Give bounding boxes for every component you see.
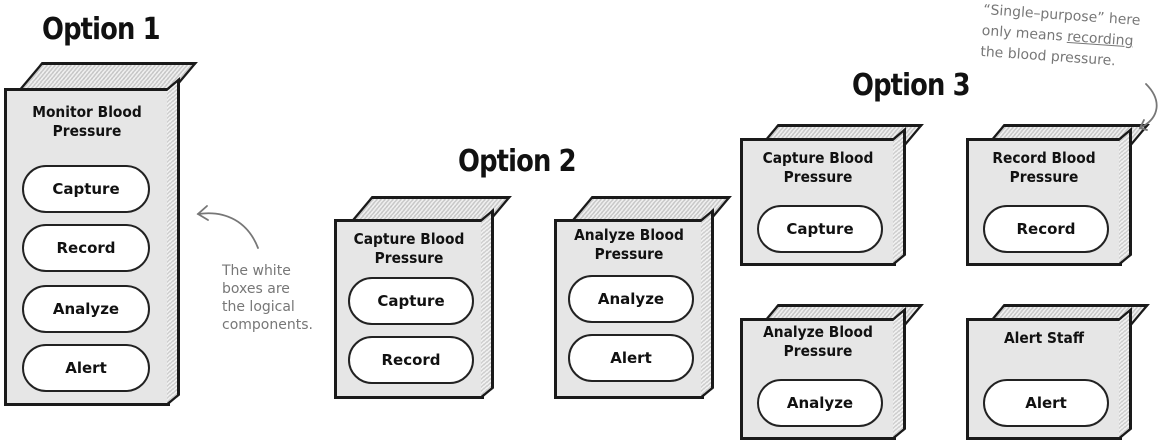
record-component: Record bbox=[983, 205, 1109, 253]
arrow-to-record-box bbox=[1138, 83, 1158, 131]
box-label: Analyze Blood Pressure bbox=[763, 323, 873, 360]
capture-component: Capture bbox=[22, 165, 150, 213]
arrow-to-option-1 bbox=[196, 205, 259, 249]
box-label: Monitor Blood Pressure bbox=[32, 103, 142, 140]
alert-component: Alert bbox=[983, 379, 1109, 427]
analyze-component: Analyze bbox=[757, 379, 883, 427]
analyze-blood-pressure-box: Analyze Blood Pressure Analyze Alert bbox=[554, 219, 704, 399]
note-line: boxes are bbox=[222, 281, 290, 297]
box-label: Alert Staff bbox=[1003, 329, 1085, 347]
capture-component: Capture bbox=[348, 277, 474, 325]
record-component: Record bbox=[348, 336, 474, 384]
capture-component: Capture bbox=[757, 205, 883, 253]
capture-blood-pressure-box: Capture Blood Pressure Capture Record bbox=[334, 219, 484, 399]
white-boxes-note: The white boxes are the logical componen… bbox=[222, 262, 313, 334]
box-label: Record Blood Pressure bbox=[992, 149, 1096, 186]
box-label: Analyze Blood Pressure bbox=[574, 226, 684, 263]
alert-component: Alert bbox=[568, 334, 694, 382]
analyze-component: Analyze bbox=[22, 285, 150, 333]
option-1-title: Option 1 bbox=[42, 12, 161, 47]
alert-component: Alert bbox=[22, 344, 150, 392]
option-3-title: Option 3 bbox=[852, 68, 971, 103]
analyze-component: Analyze bbox=[568, 275, 694, 323]
record-component: Record bbox=[22, 224, 150, 272]
option-2-title: Option 2 bbox=[458, 144, 577, 179]
analyze-blood-pressure-box: Analyze Blood Pressure Analyze bbox=[740, 318, 896, 440]
box-label: Capture Blood Pressure bbox=[762, 149, 874, 186]
record-blood-pressure-box: Record Blood Pressure Record bbox=[966, 138, 1122, 266]
box-label: Capture Blood Pressure bbox=[353, 230, 465, 267]
alert-staff-box: Alert Staff Alert bbox=[966, 318, 1122, 440]
note-line: components. bbox=[222, 317, 313, 333]
note-line: The white bbox=[222, 263, 291, 279]
note-line: the logical bbox=[222, 299, 295, 315]
